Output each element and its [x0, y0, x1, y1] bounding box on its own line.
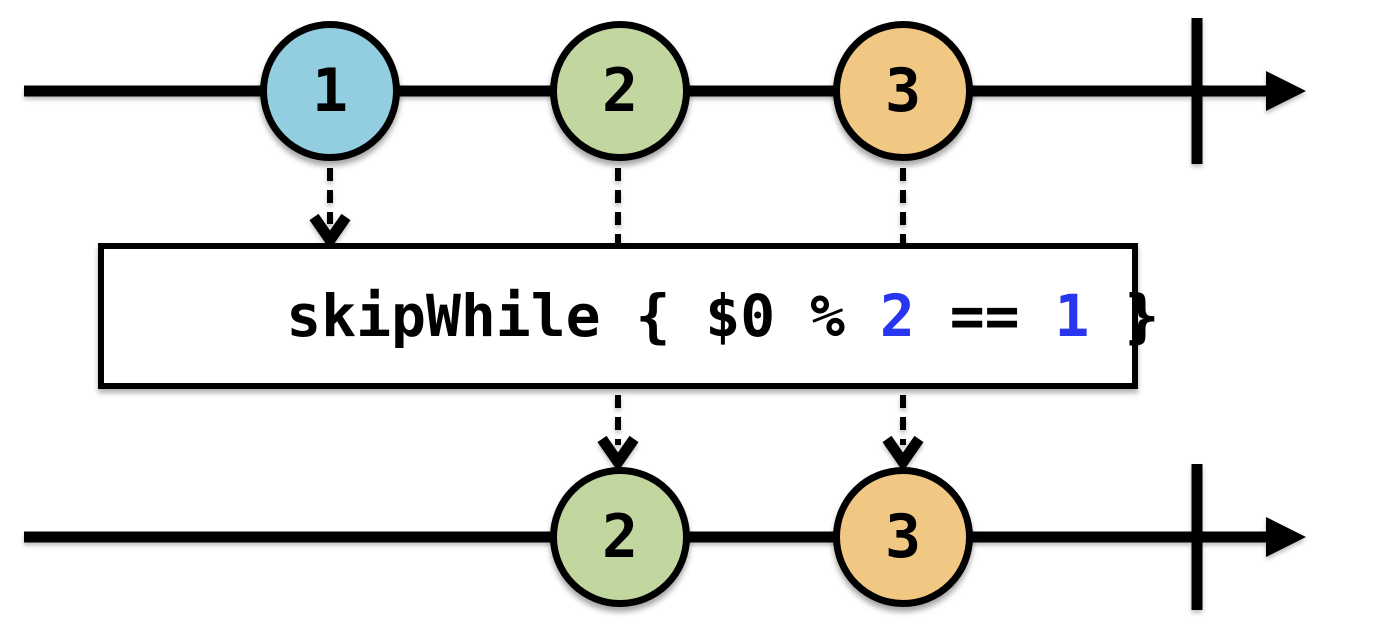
output-event-marble-2: 2 [550, 467, 690, 607]
input-event-label-3: 3 [884, 56, 922, 126]
operator-code-literal: 2 [879, 282, 915, 350]
operator-code-segment: == [914, 282, 1055, 350]
input-event-label-1: 1 [311, 56, 349, 126]
output-timeline-arrowhead-icon [1266, 517, 1306, 557]
input-connectors [309, 168, 906, 250]
input-event-label-2: 2 [601, 56, 639, 126]
input-event-marble-3: 3 [833, 21, 973, 161]
connector-output2-arrowhead-icon [597, 435, 639, 472]
connector-output3-arrowhead-icon [882, 435, 924, 472]
connector-event1-arrowhead-icon [309, 213, 351, 250]
operator-box: skipWhile { $0 % 2 == 1 } [98, 243, 1159, 389]
output-event-label-2: 2 [601, 502, 639, 572]
output-event-label-3: 3 [884, 502, 922, 572]
input-timeline-arrowhead-icon [1266, 71, 1306, 111]
operator-code-literal: 1 [1054, 282, 1090, 350]
input-event-marble-1: 1 [260, 21, 400, 161]
operator-code-segment: } [1089, 282, 1160, 350]
output-connectors [597, 395, 924, 472]
input-event-marble-2: 2 [550, 21, 690, 161]
operator-code: skipWhile { $0 % 2 == 1 } [77, 214, 1160, 418]
operator-code-segment: skipWhile { $0 % [286, 282, 880, 350]
output-event-marble-3: 3 [833, 467, 973, 607]
